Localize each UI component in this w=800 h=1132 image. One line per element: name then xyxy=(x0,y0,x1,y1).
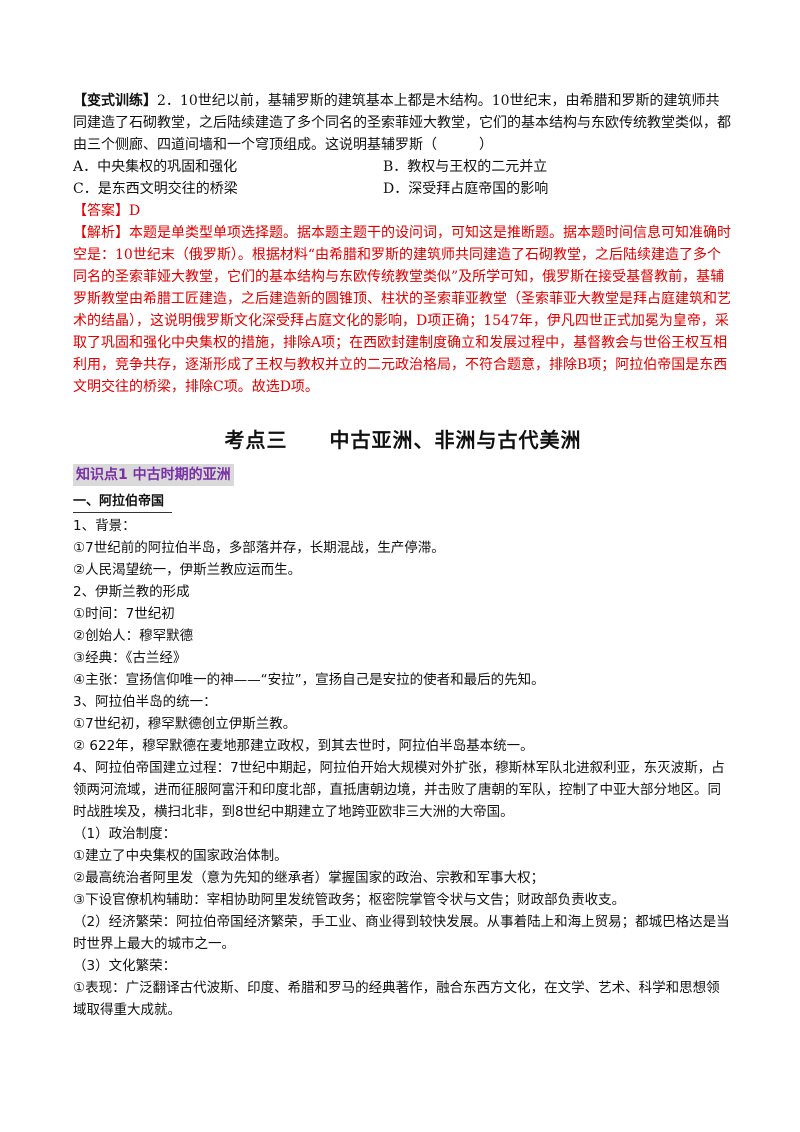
analysis-paragraph: 【解析】本题是单类型单项选择题。据本题主题干的设问词，可知这是推断题。据本题时间… xyxy=(73,222,733,398)
text-paragraph: （2）经济繁荣：阿拉伯帝国经济繁荣，手工业、商业得到较快发展。从事着陆上和海上贸… xyxy=(73,914,730,952)
body-content: 1、背景： ①7世纪前的阿拉伯半岛，多部落并存，长期混战，生产停滞。 ②人民渴望… xyxy=(73,515,733,1021)
text-line: ①7世纪初，穆罕默德创立伊斯兰教。 xyxy=(73,716,297,732)
text-line: ①7世纪前的阿拉伯半岛，多部落并存，长期混战，生产停滞。 xyxy=(73,540,445,556)
analysis-label: 【解析】 xyxy=(73,225,129,241)
text-line: （1）政治制度： xyxy=(73,826,177,842)
options-row-1: A．中央集权的巩固和强化 B．教权与王权的二元并立 xyxy=(73,156,733,178)
analysis-text: 本题是单类型单项选择题。据本题主题干的设问词，可知这是推断题。据本题时间信息可知… xyxy=(73,225,731,395)
options-row-2: C．是东西文明交往的桥梁 D．深受拜占庭帝国的影响 xyxy=(73,178,733,200)
answer-label: 【答案】 xyxy=(73,203,129,219)
text-line: 1、背景： xyxy=(73,518,136,534)
text-line: ②人民渴望统一，伊斯兰教应运而生。 xyxy=(73,562,302,578)
text-line: ②最高统治者阿里发（意为先知的继承者）掌握国家的政治、宗教和军事大权； xyxy=(73,870,545,886)
option-d: D．深受拜占庭帝国的影响 xyxy=(383,181,549,197)
text-line: ②创始人：穆罕默德 xyxy=(73,628,194,644)
section-title: 考点三 中古亚洲、非洲与古代美洲 xyxy=(224,428,582,452)
subheading-arab-empire: 一、阿拉伯帝国 xyxy=(73,492,173,513)
text-line: 2、伊斯兰教的形成 xyxy=(73,584,190,600)
option-b: B．教权与王权的二元并立 xyxy=(383,159,548,175)
document-page: 【变式训练】2．10世纪以前，基辅罗斯的建筑基本上都是木结构。10世纪末，由希腊… xyxy=(73,90,733,1021)
text-line: ③下设官僚机构辅助：宰相协助阿里发统管政务；枢密院掌管令状与文告；财政部负责收支… xyxy=(73,892,626,908)
option-a: A．中央集权的巩固和强化 xyxy=(73,159,238,175)
text-line: ①时间：7世纪初 xyxy=(73,606,175,622)
text-line: ② 622年，穆罕默德在麦地那建立政权，到其去世时，阿拉伯半岛基本统一。 xyxy=(73,738,534,754)
answer-value: D xyxy=(129,203,141,219)
knowledge-point-heading: 知识点1 中古时期的亚洲 xyxy=(73,464,234,486)
text-line: （3）文化繁荣： xyxy=(73,958,177,974)
exercise-question: 【变式训练】2．10世纪以前，基辅罗斯的建筑基本上都是木结构。10世纪末，由希腊… xyxy=(73,90,733,156)
text-line: 3、阿拉伯半岛的统一： xyxy=(73,694,217,710)
text-line: ①建立了中央集权的国家政治体制。 xyxy=(73,848,288,864)
text-line: ③经典：《古兰经》 xyxy=(73,650,187,666)
answer-line: 【答案】D xyxy=(73,200,733,222)
text-paragraph: ①表现：广泛翻译古代波斯、印度、希腊和罗马的经典著作，融合东西方文化，在文学、艺… xyxy=(73,980,720,1018)
subheading-row: 一、阿拉伯帝国 xyxy=(73,490,733,513)
knowledge-point-row: 知识点1 中古时期的亚洲 xyxy=(73,464,733,486)
text-paragraph: 4、阿拉伯帝国建立过程：7世纪中期起，阿拉伯开始大规模对外扩张，穆斯林军队北进叙… xyxy=(73,760,725,820)
exercise-label: 【变式训练】 xyxy=(73,93,157,109)
exercise-stem: 2．10世纪以前，基辅罗斯的建筑基本上都是木结构。10世纪末，由希腊和罗斯的建筑… xyxy=(73,93,731,153)
option-c: C．是东西文明交往的桥梁 xyxy=(73,181,238,197)
text-line: ④主张：宣扬信仰唯一的神——“安拉”，宣扬自己是安拉的使者和最后的先知。 xyxy=(73,672,545,688)
